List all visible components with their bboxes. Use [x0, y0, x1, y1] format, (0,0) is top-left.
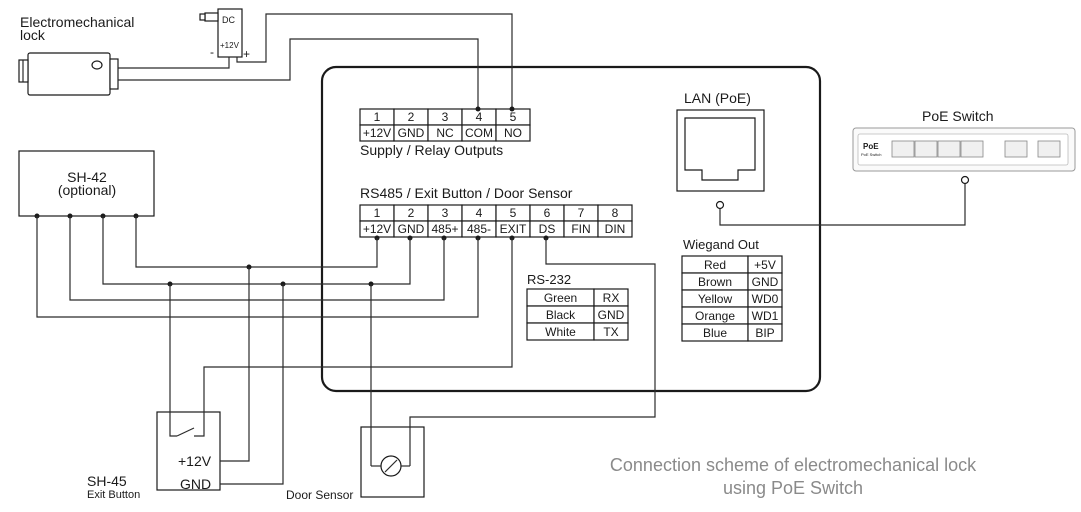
wiegand-wire-color: Orange: [695, 309, 735, 323]
wire-sh45-gnd: [220, 284, 284, 485]
lock-icon: [18, 52, 119, 96]
sh45-label-line1: SH-45: [87, 473, 127, 489]
rs232-title: RS-232: [527, 272, 571, 287]
wiegand-pin: WD0: [752, 292, 779, 306]
poe-sublabel: PoE Switch: [861, 152, 881, 157]
rs232-wire-color: Black: [546, 308, 576, 322]
sh45-label-line2: Exit Button: [87, 489, 140, 501]
lan-label: LAN (PoE): [684, 90, 751, 106]
rs485-pin-label: 485-: [467, 222, 491, 236]
wire-lan-poe: [719, 183, 966, 226]
supply-pin-label: NC: [436, 126, 454, 140]
rs485-pin-label: EXIT: [500, 222, 527, 236]
sh45-12v-label: +12V: [178, 453, 212, 469]
wire-sh45-12v: [220, 267, 250, 462]
rs485-pin-number: 1: [374, 206, 381, 220]
rs232-pin: TX: [603, 325, 618, 339]
rs485-pin-label: DIN: [605, 222, 626, 236]
supply-pin-label: GND: [398, 126, 425, 140]
poe-switch-icon: [852, 127, 1076, 172]
wire-exit-button: [203, 238, 513, 412]
poe-switch-label: PoE Switch: [922, 108, 994, 124]
psu-minus-label: -: [210, 45, 214, 59]
wire-lock-com: [118, 38, 479, 109]
supply-pin-number: 2: [408, 110, 415, 124]
wiegand-wire-color: Yellow: [698, 292, 733, 306]
lock-label-line2: lock: [20, 27, 46, 43]
supply-pin-number: 1: [374, 110, 381, 124]
rs485-pin-number: 6: [544, 206, 551, 220]
wiegand-wire-color: Brown: [698, 275, 732, 289]
sh42-label-line2: (optional): [58, 182, 116, 198]
supply-pin-label: +12V: [363, 126, 391, 140]
wiegand-pin: BIP: [755, 326, 774, 340]
wiegand-wire-color: Blue: [703, 326, 727, 340]
caption-line2: using PoE Switch: [723, 478, 863, 498]
door-sensor-icon: [370, 238, 656, 477]
sh45-box: [156, 411, 221, 491]
terminal-dot: [475, 106, 481, 112]
lan-port-icon: [676, 109, 765, 192]
rs485-pin-number: 2: [408, 206, 415, 220]
wiegand-pin: WD1: [752, 309, 779, 323]
rs232-pin-cell: [593, 322, 629, 341]
lock-label-line1: Electromechanical: [20, 14, 134, 30]
supply-pin-number: 3: [442, 110, 449, 124]
rs485-pin-label: 485+: [431, 222, 458, 236]
terminal-dot: [509, 106, 515, 112]
wire-lock-psu-minus: [118, 57, 230, 69]
rs232-wire-color: Green: [544, 291, 577, 305]
rs232-pin: GND: [598, 308, 625, 322]
rs232-wire-color: White: [545, 325, 576, 339]
lan-connector-dot: [715, 200, 725, 210]
supply-pin-number: 5: [510, 110, 517, 124]
wiegand-pin-cell: [747, 323, 783, 342]
supply-block-title: Supply / Relay Outputs: [360, 142, 503, 158]
rs485-pin-number: 7: [578, 206, 585, 220]
rs485-pin-label: +12V: [363, 222, 391, 236]
poe-connector-dot: [960, 175, 970, 185]
power-supply-icon: [199, 8, 243, 58]
rs232-table: Green RX Black GND White TX: [526, 288, 629, 341]
rs232-pin: RX: [603, 291, 620, 305]
wiegand-pin: GND: [752, 275, 779, 289]
rs485-pin-label: DS: [539, 222, 556, 236]
sh45-gnd-label: GND: [180, 476, 211, 492]
wire-sh42-12v: [135, 216, 378, 268]
supply-pin-number: 4: [476, 110, 483, 124]
rs485-pin-number: 5: [510, 206, 517, 220]
rs485-pin-label: GND: [398, 222, 425, 236]
wire-sh42-485plus: [69, 216, 445, 301]
rs485-pin-number: 4: [476, 206, 483, 220]
psu-plus-label: +: [243, 47, 250, 61]
supply-cell-pin: [495, 124, 531, 142]
rs485-pin-label: FIN: [571, 222, 590, 236]
wire-psu-no: [236, 13, 513, 109]
psu-dc-label: DC: [222, 15, 235, 25]
sh42-label-line1: SH-42: [67, 169, 107, 185]
rs485-pin-number: 3: [442, 206, 449, 220]
supply-pin-label: NO: [504, 126, 522, 140]
rs485-cell-pin: [597, 220, 633, 238]
caption-line1: Connection scheme of electromechanical l…: [610, 455, 977, 475]
wire-sh42-485minus: [36, 216, 479, 318]
wiegand-wire-color: Red: [704, 258, 726, 272]
rs485-block-title: RS485 / Exit Button / Door Sensor: [360, 185, 573, 201]
wire-sh42-gnd: [102, 216, 411, 285]
switch-contact-icon: [169, 412, 205, 437]
psu-12v-label: +12V: [220, 41, 240, 50]
rs485-pin-number: 8: [612, 206, 619, 220]
door-sensor-label: Door Sensor: [286, 488, 353, 502]
wiegand-pin: +5V: [754, 258, 776, 272]
supply-pin-label: COM: [465, 126, 493, 140]
sh42-box: [18, 150, 155, 217]
poe-logo: PoE: [863, 142, 879, 151]
wiegand-title: Wiegand Out: [683, 237, 759, 252]
